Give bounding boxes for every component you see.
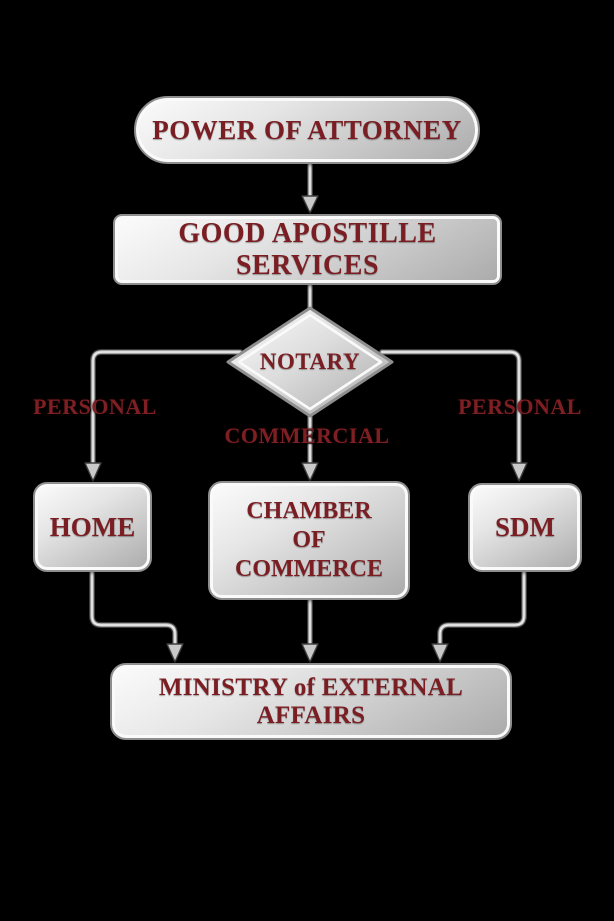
chamber-line-3: COMMERCE (235, 555, 383, 582)
arrowheads (84, 195, 528, 663)
node-ministry-of-external-affairs: MINISTRY of EXTERNAL AFFAIRS (110, 663, 512, 740)
node-notary-label: NOTARY (259, 349, 361, 374)
branch-label-commercial: COMMERCIAL (224, 423, 390, 448)
branch-label-personal-right: PERSONAL (458, 394, 582, 419)
edge-home-to-ministry (92, 572, 175, 645)
node-sdm: SDM (468, 483, 582, 572)
chamber-line-2: OF (292, 527, 326, 554)
node-sdm-label: SDM (495, 512, 555, 542)
node-home-label: HOME (49, 511, 136, 542)
node-power-of-attorney-label: POWER OF ATTORNEY (152, 114, 462, 145)
chamber-line-1: CHAMBER (246, 498, 372, 525)
notary-diamond-shape (226, 306, 394, 418)
node-ministry-of-external-affairs-label: MINISTRY of EXTERNAL AFFAIRS (158, 673, 464, 729)
edge-sdm-to-ministry (440, 572, 524, 645)
branch-label-personal-left: PERSONAL (33, 394, 157, 419)
node-power-of-attorney: POWER OF ATTORNEY (134, 96, 480, 164)
node-chamber-of-commerce-label: CHAMBER OF COMMERCE (235, 497, 383, 583)
node-good-apostille-services: GOOD APOSTILLE SERVICES (113, 214, 502, 285)
node-good-apostille-services-label: GOOD APOSTILLE SERVICES (178, 217, 437, 281)
node-chamber-of-commerce: CHAMBER OF COMMERCE (208, 481, 410, 600)
node-home: HOME (33, 482, 152, 572)
